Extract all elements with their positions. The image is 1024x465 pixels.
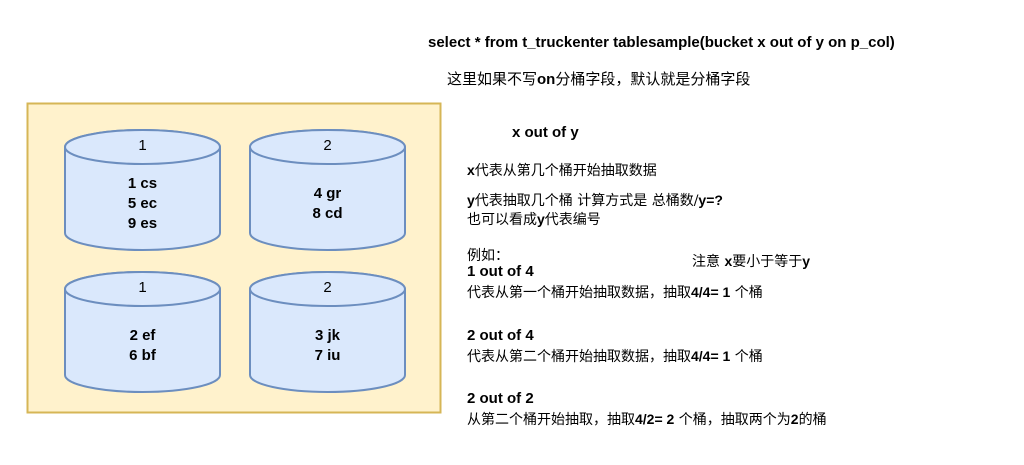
bucket-row-item: 9 es [128, 215, 157, 232]
example-1-title: 1 out of 4 [467, 263, 534, 280]
y-explanation: y代表抽取几个桶 计算方式是 总桶数/y=? [467, 192, 723, 209]
bucket-row-item: 4 gr [314, 185, 342, 202]
y-alt-explanation: 也可以看成y代表编号 [467, 211, 601, 228]
bucket-row-item: 3 jk [315, 327, 341, 344]
example-2-desc: 代表从第二个桶开始抽取数据，抽取4/4= 1 个桶 [467, 348, 763, 365]
x-explanation: x代表从第几个桶开始抽取数据 [467, 162, 657, 179]
bucket-row-item: 7 iu [315, 347, 341, 364]
bucket-row-item: 6 bf [129, 347, 157, 364]
bucket-row-item: 8 cd [312, 205, 342, 222]
example-label: 例如： [467, 248, 509, 264]
bucket-cylinder: 1 2 ef 6 bf [64, 271, 221, 393]
cylinder-top [249, 129, 406, 165]
cylinder-top [64, 129, 221, 165]
bucket-cylinder: 2 4 gr 8 cd [249, 129, 406, 251]
bucket-number-label: 2 [323, 279, 331, 296]
heading-x-out-of-y: x out of y [512, 124, 579, 141]
caution-note: 注意 x要小于等于y [692, 253, 811, 270]
bucket-cylinder: 1 1 cs 5 ec 9 es [64, 129, 221, 251]
bucket-row-item: 5 ec [128, 195, 157, 212]
bucket-number-label: 2 [323, 137, 331, 154]
example-3-title: 2 out of 2 [467, 390, 534, 407]
note-on-clause: 这里如果不写on分桶字段，默认就是分桶字段 [447, 70, 751, 88]
example-1-desc: 代表从第一个桶开始抽取数据，抽取4/4= 1 个桶 [467, 284, 763, 301]
example-3-desc: 从第二个桶开始抽取，抽取4/2= 2 个桶，抽取两个为2的桶 [467, 411, 827, 428]
bucket-row-item: 2 ef [130, 327, 157, 344]
sql-statement: select * from t_truckenter tablesample(b… [428, 34, 895, 51]
bucket-cylinder: 2 3 jk 7 iu [249, 271, 406, 393]
example-2-title: 2 out of 4 [467, 327, 534, 344]
cylinder-top [249, 271, 406, 307]
bucket-number-label: 1 [138, 279, 146, 296]
bucket-row-item: 1 cs [128, 175, 157, 192]
bucket-number-label: 1 [138, 137, 146, 154]
cylinder-top [64, 271, 221, 307]
